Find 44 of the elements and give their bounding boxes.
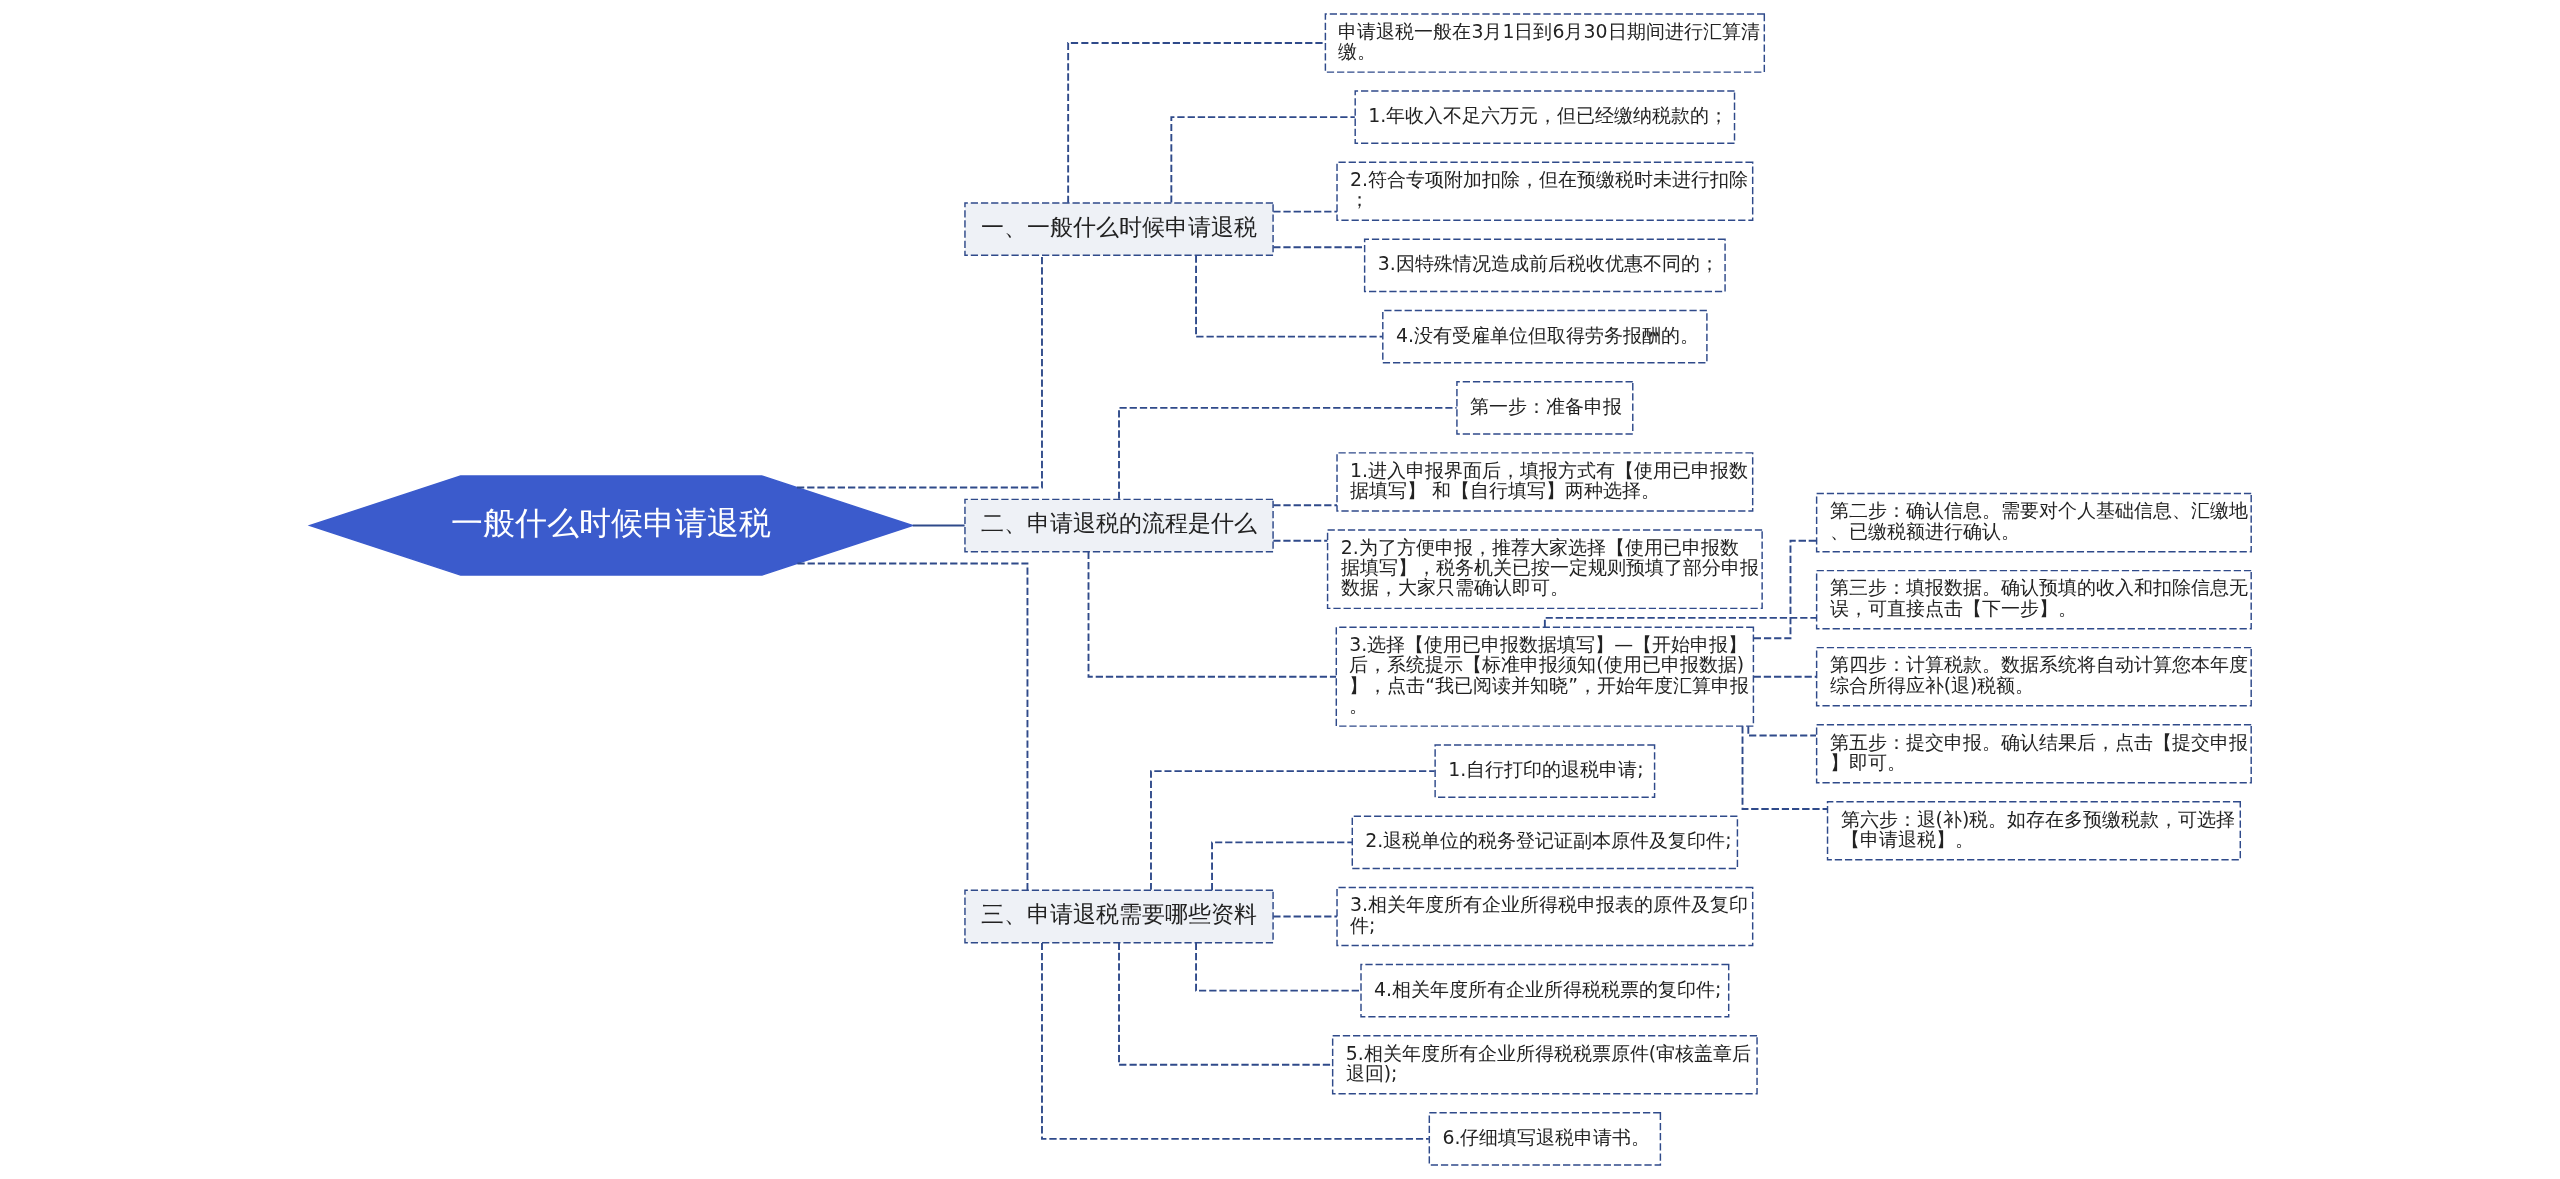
node-box: 第三步：填报数据。确认预填的收入和扣除信息无误，可直接点击【下一步】。 — [1815, 569, 2252, 630]
node-box: 第五步：提交申报。确认结果后，点击【提交申报】即可。 — [1815, 723, 2252, 784]
node-box: 二、申请退税的流程是什么 — [963, 498, 1274, 553]
node-box: 第六步：退(补)税。如存在多预缴税款，可选择【申请退税】。 — [1826, 800, 2241, 861]
node-box: 3.因特殊情况造成前后税收优惠不同的； — [1363, 238, 1726, 293]
node-box: 2.为了方便申报，推荐大家选择【使用已申报数据填写】，税务机关已按一定规则预填了部分申报数据，大家只需确认即可。 — [1326, 529, 1763, 610]
node-box: 2.退税单位的税务登记证副本原件及复印件; — [1351, 815, 1738, 870]
connector — [1169, 116, 1356, 204]
node-box: 3.选择【使用已申报数据填写】—【开始申报】后，系统提示【标准申报须知(使用已申报数据)】，点击“我已阅读并知晓”，开始年度汇算申报。 — [1335, 626, 1754, 727]
connector — [1117, 942, 1333, 1066]
connector — [1149, 770, 1436, 891]
connector — [1746, 725, 1817, 737]
node-box: 4.没有受雇单位但取得劳务报酬的。 — [1381, 309, 1708, 364]
connector — [796, 562, 1028, 891]
connector — [1271, 915, 1338, 918]
connector — [1271, 210, 1338, 213]
node-box: 1.自行打印的退税申请; — [1433, 744, 1655, 799]
connector — [1117, 406, 1458, 500]
connector — [1543, 616, 1817, 628]
connector — [1066, 42, 1326, 204]
node-box: 一、一般什么时候申请退税 — [963, 202, 1274, 256]
connector — [1210, 841, 1353, 892]
connector — [1194, 254, 1384, 338]
connector — [1271, 504, 1338, 507]
connector — [795, 254, 1043, 489]
node-box: 4.相关年度所有企业所得税税票的复印件; — [1359, 963, 1729, 1018]
connector — [1741, 725, 1828, 810]
node-box: 三、申请退税需要哪些资料 — [963, 889, 1274, 944]
connector — [1271, 539, 1328, 542]
connector — [1752, 675, 1817, 678]
connector — [1040, 941, 1430, 1140]
node-box: 1.年收入不足六万元，但已经缴纳税款的； — [1353, 90, 1735, 145]
connector — [1087, 550, 1337, 678]
node-box: 5.相关年度所有企业所得税税票原件(审核盖章后退回); — [1331, 1034, 1758, 1095]
node-box: 申请退税一般在3月1日到6月30日期间进行汇算清缴。 — [1324, 13, 1765, 73]
node-box: 第一步：准备申报 — [1455, 380, 1633, 435]
node-box: 6.仔细填写退税申请书。 — [1428, 1112, 1661, 1166]
node-box: 3.相关年度所有企业所得税申报表的原件及复印件; — [1335, 886, 1753, 947]
node-box: 2.符合专项附加扣除，但在预缴税时未进行扣除； — [1335, 161, 1753, 222]
connector — [1194, 941, 1362, 992]
node-box: 第二步：确认信息。需要对个人基础信息、汇缴地、已缴税额进行确认。 — [1815, 492, 2252, 553]
node-box: 第四步：计算税款。数据系统将自动计算您本年度综合所得应补(退)税额。 — [1815, 646, 2252, 707]
connector — [911, 524, 966, 527]
node-box: 1.进入申报界面后，填报方式有【使用已申报数据填写】 和【自行填写】两种选择。 — [1335, 452, 1753, 512]
